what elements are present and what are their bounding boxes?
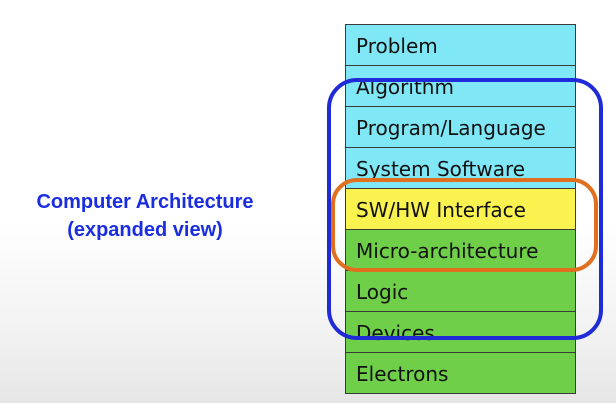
- layer-electrons: Electrons: [345, 352, 576, 394]
- abstraction-layer-stack: Problem Algorithm Program/Language Syste…: [345, 24, 576, 394]
- layer-algorithm: Algorithm: [345, 65, 576, 107]
- layer-devices: Devices: [345, 311, 576, 353]
- caption: Computer Architecture (expanded view): [0, 188, 290, 244]
- caption-line-1: Computer Architecture: [36, 191, 254, 213]
- layer-problem: Problem: [345, 24, 576, 66]
- layer-program-language: Program/Language: [345, 106, 576, 148]
- layer-system-software: System Software: [345, 147, 576, 189]
- layer-sw-hw-interface: SW/HW Interface: [345, 188, 576, 230]
- layer-micro-architecture: Micro-architecture: [345, 229, 576, 271]
- layer-logic: Logic: [345, 270, 576, 312]
- caption-line-2: (expanded view): [67, 219, 223, 241]
